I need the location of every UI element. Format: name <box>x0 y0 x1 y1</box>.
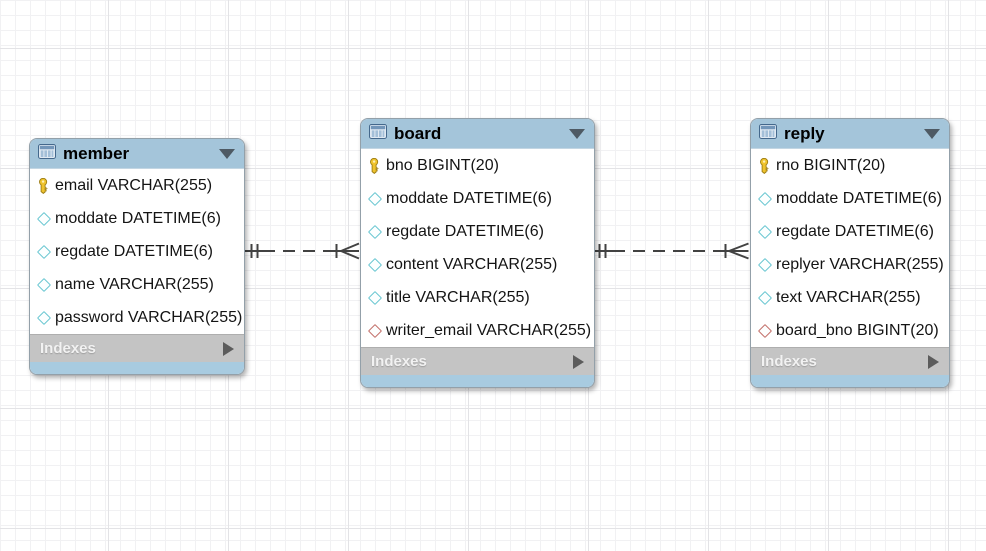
table-header[interactable]: member <box>30 139 244 169</box>
table-columns: email VARCHAR(255) moddate DATETIME(6) reg… <box>30 169 244 334</box>
expand-arrow-icon[interactable] <box>223 341 234 356</box>
table-title: member <box>63 143 130 163</box>
crow-foot <box>340 242 360 260</box>
diamond-icon <box>36 277 51 292</box>
table-title: board <box>394 123 442 143</box>
primary-key-icon <box>367 157 382 174</box>
diamond-icon <box>757 224 772 239</box>
collapse-arrow-icon[interactable] <box>219 148 235 159</box>
primary-key-icon <box>36 177 51 194</box>
column-row: title VARCHAR(255) <box>361 281 594 314</box>
indexes-label: Indexes <box>40 340 96 357</box>
column-row: content VARCHAR(255) <box>361 248 594 281</box>
column-label: board_bno BIGINT(20) <box>776 321 939 339</box>
table-figure-board[interactable]: board bno BIGINT(20) moddate DATETIME(6) r… <box>360 118 595 388</box>
column-label: replyer VARCHAR(255) <box>776 255 944 273</box>
collapse-arrow-icon[interactable] <box>569 128 585 139</box>
column-row: writer_email VARCHAR(255) <box>361 314 594 347</box>
column-row: text VARCHAR(255) <box>751 281 949 314</box>
relationship-board-reply[interactable] <box>593 242 749 260</box>
column-row: moddate DATETIME(6) <box>361 182 594 215</box>
column-row: regdate DATETIME(6) <box>751 215 949 248</box>
column-row: email VARCHAR(255) <box>30 169 244 202</box>
diamond-icon <box>36 244 51 259</box>
crow-foot <box>728 242 749 260</box>
column-label: password VARCHAR(255) <box>55 308 243 326</box>
collapse-arrow-icon[interactable] <box>924 128 940 139</box>
column-label: content VARCHAR(255) <box>386 255 558 273</box>
fk-diamond-icon <box>757 323 772 338</box>
column-label: regdate DATETIME(6) <box>55 242 213 260</box>
column-label: writer_email VARCHAR(255) <box>386 321 592 339</box>
column-label: name VARCHAR(255) <box>55 275 214 293</box>
column-label: regdate DATETIME(6) <box>386 222 544 240</box>
column-row: rno BIGINT(20) <box>751 149 949 182</box>
column-row: password VARCHAR(255) <box>30 301 244 334</box>
column-label: rno BIGINT(20) <box>776 156 886 174</box>
column-row: moddate DATETIME(6) <box>751 182 949 215</box>
diamond-icon <box>757 191 772 206</box>
diamond-icon <box>367 191 382 206</box>
one-marker <box>250 244 259 258</box>
column-row: board_bno BIGINT(20) <box>751 314 949 347</box>
expand-arrow-icon[interactable] <box>928 354 939 369</box>
table-bottom-strip <box>361 375 594 387</box>
table-columns: bno BIGINT(20) moddate DATETIME(6) regdate… <box>361 149 594 347</box>
table-icon <box>759 123 777 144</box>
column-row: regdate DATETIME(6) <box>30 235 244 268</box>
column-label: bno BIGINT(20) <box>386 156 499 174</box>
diamond-icon <box>367 290 382 305</box>
diamond-icon <box>757 290 772 305</box>
indexes-bar[interactable]: Indexes <box>361 347 594 375</box>
diamond-icon <box>757 257 772 272</box>
diamond-icon <box>36 211 51 226</box>
relationship-member-board[interactable] <box>243 242 360 260</box>
fk-diamond-icon <box>367 323 382 338</box>
indexes-bar[interactable]: Indexes <box>30 334 244 362</box>
primary-key-icon <box>757 157 772 174</box>
column-label: moddate DATETIME(6) <box>386 189 552 207</box>
column-row: replyer VARCHAR(255) <box>751 248 949 281</box>
column-row: name VARCHAR(255) <box>30 268 244 301</box>
table-title: reply <box>784 123 825 143</box>
table-icon <box>369 123 387 144</box>
indexes-label: Indexes <box>371 353 427 370</box>
table-columns: rno BIGINT(20) moddate DATETIME(6) regdate… <box>751 149 949 347</box>
indexes-bar[interactable]: Indexes <box>751 347 949 375</box>
table-icon <box>38 143 56 164</box>
diamond-icon <box>367 257 382 272</box>
table-figure-reply[interactable]: reply rno BIGINT(20)moddate DATETIME(6)r… <box>750 118 950 388</box>
one-marker <box>598 244 607 258</box>
table-figure-member[interactable]: member email VARCHAR(255) moddate DATETIM… <box>29 138 245 375</box>
indexes-label: Indexes <box>761 353 817 370</box>
column-label: regdate DATETIME(6) <box>776 222 934 240</box>
table-header[interactable]: reply <box>751 119 949 149</box>
table-bottom-strip <box>751 375 949 387</box>
column-row: regdate DATETIME(6) <box>361 215 594 248</box>
column-row: bno BIGINT(20) <box>361 149 594 182</box>
column-row: moddate DATETIME(6) <box>30 202 244 235</box>
column-label: title VARCHAR(255) <box>386 288 530 306</box>
column-label: moddate DATETIME(6) <box>55 209 221 227</box>
diamond-icon <box>36 310 51 325</box>
table-bottom-strip <box>30 362 244 374</box>
column-label: email VARCHAR(255) <box>55 176 213 194</box>
table-header[interactable]: board <box>361 119 594 149</box>
column-label: text VARCHAR(255) <box>776 288 921 306</box>
column-label: moddate DATETIME(6) <box>776 189 942 207</box>
diamond-icon <box>367 224 382 239</box>
expand-arrow-icon[interactable] <box>573 354 584 369</box>
